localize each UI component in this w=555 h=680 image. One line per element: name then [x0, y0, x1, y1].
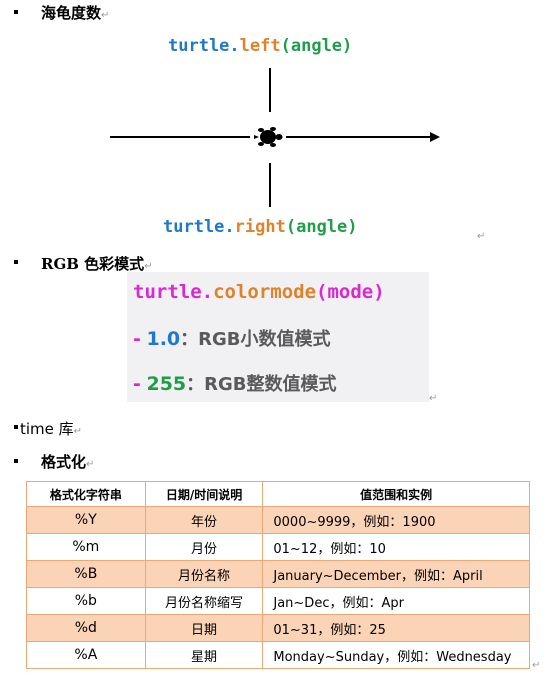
table-header: 值范围和实例 — [262, 481, 530, 507]
return-mark-icon: ↵ — [86, 459, 95, 470]
section-heading-rgb: RGB 色彩模式↵ — [41, 253, 153, 274]
return-mark-icon: ↵ — [477, 231, 486, 242]
heading-text: 海龟度数 — [41, 4, 102, 22]
table-cell: %b — [26, 587, 146, 615]
table-cell: Monday~Sunday，例如：Wednesday — [262, 641, 530, 669]
table-cell: %A — [26, 641, 146, 669]
return-mark-icon: ↵ — [144, 261, 153, 272]
section-heading-turtle-angle: 海龟度数↵ — [41, 2, 109, 23]
table-cell: 年份 — [144, 506, 264, 534]
table-cell: 月份名称 — [144, 560, 264, 588]
table-cell: %Y — [26, 506, 146, 534]
table-cell: 0000~9999，例如：1900 — [262, 506, 530, 534]
arrow-head-icon — [430, 132, 440, 142]
table-cell: %m — [26, 533, 146, 561]
table-row: %A 星期 Monday~Sunday，例如：Wednesday — [26, 641, 530, 669]
bullet-icon — [14, 459, 18, 463]
table-cell: Jan~Dec，例如：Apr — [262, 587, 530, 615]
colormode-item-integer: - 255：RGB整数值模式 — [133, 373, 337, 395]
bullet-icon — [14, 10, 18, 14]
table-header-row: 格式化字符串 日期/时间说明 值范围和实例 — [26, 481, 530, 507]
heading-text: RGB 色彩模式 — [41, 255, 145, 273]
table-cell: January~December，例如：April — [262, 560, 530, 588]
section-heading-time: time 库↵ — [20, 418, 82, 439]
turtle-right-code: turtle.right(angle) — [163, 217, 358, 237]
turtle-direction-diagram — [110, 68, 440, 207]
turtle-icon — [254, 127, 283, 147]
table-row: %d 日期 01~31，例如：25 — [26, 614, 530, 642]
table-header: 格式化字符串 — [26, 481, 146, 507]
table-cell: %d — [26, 614, 146, 642]
colormode-item-decimal: - 1.0：RGB小数值模式 — [133, 328, 331, 350]
table-cell: 星期 — [144, 641, 264, 669]
table-row: %Y 年份 0000~9999，例如：1900 — [26, 506, 530, 534]
table-header: 日期/时间说明 — [144, 481, 264, 507]
return-mark-icon: ↵ — [73, 426, 83, 437]
table-row: %m 月份 01~12，例如：10 — [26, 533, 530, 561]
return-mark-icon: ↵ — [101, 10, 110, 21]
bullet-icon — [14, 260, 18, 264]
table-cell: 日期 — [144, 614, 264, 642]
table-cell: %B — [26, 560, 146, 588]
format-table: 格式化字符串 日期/时间说明 值范围和实例 %Y 年份 0000~9999，例如… — [26, 481, 530, 669]
table-cell: 01~31，例如：25 — [262, 614, 530, 642]
heading-text: 格式化 — [41, 453, 87, 471]
return-mark-icon: ↵ — [532, 660, 541, 671]
table-cell: 01~12，例如：10 — [262, 533, 530, 561]
heading-text: time 库 — [20, 420, 74, 438]
table-row: %b 月份名称缩写 Jan~Dec，例如：Apr — [26, 587, 530, 615]
table-cell: 月份名称缩写 — [144, 587, 264, 615]
colormode-panel: turtle.colormode(mode) - 1.0：RGB小数值模式 - … — [127, 272, 429, 402]
section-heading-format: 格式化↵ — [41, 451, 94, 472]
table-row: %B 月份名称 January~December，例如：April — [26, 560, 530, 588]
table-cell: 月份 — [144, 533, 264, 561]
colormode-code: turtle.colormode(mode) — [133, 281, 385, 303]
bullet-icon — [14, 425, 18, 429]
return-mark-icon: ↵ — [429, 393, 438, 404]
turtle-left-code: turtle.left(angle) — [168, 36, 353, 56]
